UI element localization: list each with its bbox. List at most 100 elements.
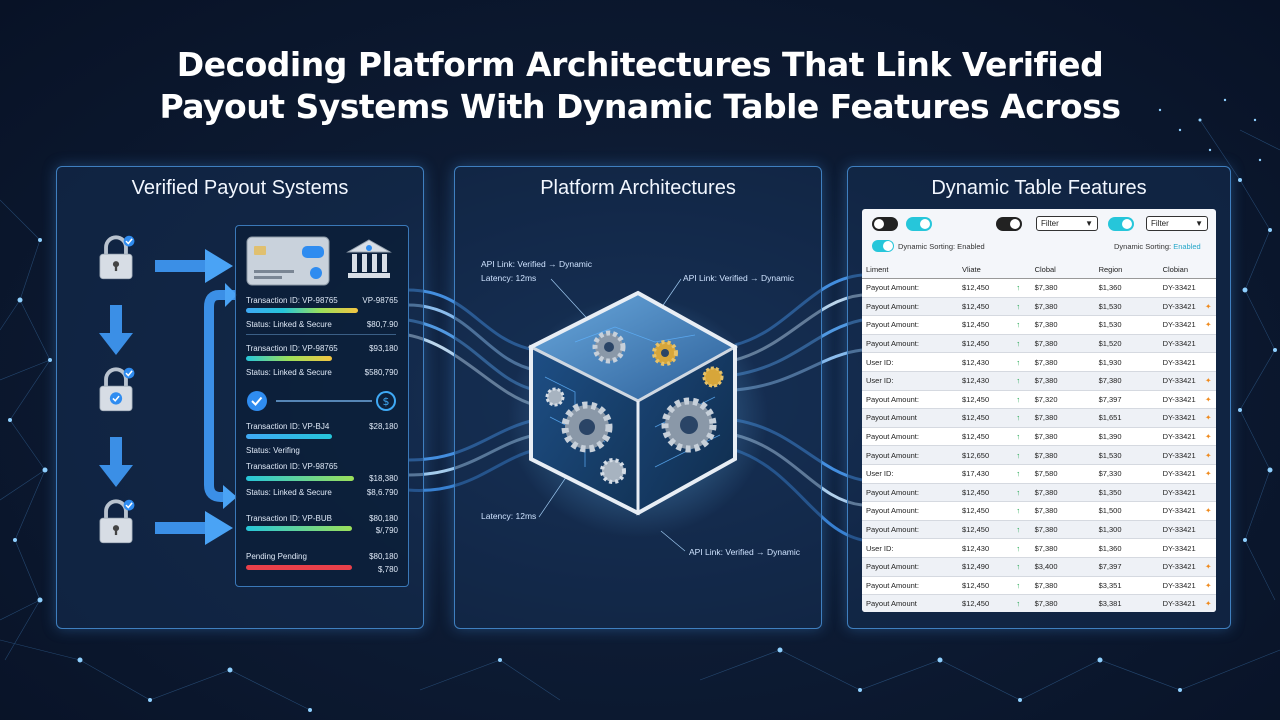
row-value: $12,450	[958, 315, 1013, 335]
toggle-switch[interactable]	[1108, 217, 1134, 231]
row-label: Payout Amount:	[862, 501, 958, 521]
highlight-star-icon	[1201, 538, 1216, 558]
title-line-1: Decoding Platform Architectures That Lin…	[176, 45, 1104, 84]
row-global: $7,380	[1030, 501, 1095, 521]
transaction-value: $93,180	[369, 344, 398, 353]
dynamic-table-panel: Dynamic Table Features Filter▼ Filter▼ D…	[847, 166, 1231, 629]
transaction-value: $/,790	[375, 526, 398, 535]
highlight-star-icon: ✦	[1201, 408, 1216, 428]
column-header[interactable]: Clobian	[1158, 261, 1216, 279]
highlight-star-icon	[1201, 352, 1216, 372]
transaction-id: Transaction ID: VP-BJ4	[246, 422, 330, 431]
filter-dropdown[interactable]: Filter▼	[1146, 216, 1208, 231]
transaction-value: $28,180	[369, 422, 398, 431]
trend-up-icon: ↑	[1012, 315, 1031, 335]
row-value: $12,450	[958, 501, 1013, 521]
row-value: $12,450	[958, 334, 1013, 354]
toggle-switch[interactable]	[872, 217, 898, 231]
toggle-switch[interactable]	[906, 217, 932, 231]
column-header[interactable]: Clobal	[1030, 261, 1095, 279]
transaction-id: Transaction ID: VP-98765	[246, 462, 338, 471]
row-id: DY-33421	[1158, 464, 1202, 484]
transaction-value: $80,7.90	[366, 320, 398, 329]
arrow-right-icon	[155, 249, 233, 283]
row-id: DY-33421	[1158, 445, 1202, 465]
trend-up-icon: ↑	[1012, 278, 1031, 298]
row-label: Payout Amount:	[862, 297, 958, 317]
row-id: DY-33421	[1158, 576, 1202, 596]
row-value: $12,430	[958, 352, 1013, 372]
row-region: $7,397	[1094, 390, 1159, 410]
highlight-star-icon	[1201, 278, 1216, 298]
row-region: $1,520	[1094, 334, 1159, 354]
arrow-down-icon	[99, 437, 133, 487]
bank-icon	[346, 239, 392, 278]
sorting-toggle[interactable]	[872, 240, 894, 252]
progress-bar	[246, 434, 332, 439]
trend-up-icon: ↑	[1012, 427, 1031, 447]
column-header[interactable]: Region	[1094, 261, 1159, 279]
platform-architectures-panel: Platform Architectures API Link: Verifie…	[454, 166, 822, 629]
row-value: $12,430	[958, 371, 1013, 391]
row-value: $12,650	[958, 445, 1013, 465]
column-header[interactable]: Vliate	[958, 261, 1031, 279]
row-global: $7,580	[1030, 464, 1095, 484]
sorting-label: Dynamic Sorting: Enabled	[898, 242, 985, 251]
row-label: Payout Amount:	[862, 315, 958, 335]
row-value: $12,450	[958, 408, 1013, 428]
row-id: DY-33421	[1158, 594, 1202, 612]
row-value: $12,450	[958, 278, 1013, 298]
row-id: DY-33421	[1158, 315, 1202, 335]
trend-up-icon: ↑	[1012, 557, 1031, 577]
progress-bar	[246, 565, 352, 570]
highlight-star-icon: ✦	[1201, 445, 1216, 465]
row-id: DY-33421	[1158, 427, 1202, 447]
filter-dropdown[interactable]: Filter▼	[1036, 216, 1098, 231]
arrow-right-icon	[155, 511, 233, 545]
trend-up-icon: ↑	[1012, 501, 1031, 521]
title-line-2: Payout Systems With Dynamic Table Featur…	[159, 87, 1121, 126]
row-region: $7,397	[1094, 557, 1159, 577]
trend-up-icon: ↑	[1012, 576, 1031, 596]
row-global: $7,380	[1030, 594, 1095, 612]
row-region: $1,300	[1094, 520, 1159, 540]
annotation: API Link: Verified → Dynamic	[481, 259, 593, 269]
trend-up-icon: ↑	[1012, 445, 1031, 465]
divider	[246, 334, 396, 335]
toggle-switch[interactable]	[996, 217, 1022, 231]
column-header[interactable]: Liment	[862, 261, 958, 279]
row-label: Payout Amount	[862, 408, 958, 428]
transaction-status: Status: Verifing	[246, 446, 300, 455]
row-id: DY-33421	[1158, 520, 1202, 540]
row-value: $12,450	[958, 520, 1013, 540]
row-value: $17,430	[958, 464, 1013, 484]
row-global: $3,400	[1030, 557, 1095, 577]
transaction-status: Status: Linked & Secure	[246, 488, 332, 497]
transaction-id: Transaction ID: VP-98765	[246, 296, 338, 305]
filter-label: Filter	[1041, 219, 1059, 228]
transaction-value: $18,380	[369, 474, 398, 483]
row-label: User ID:	[862, 464, 958, 484]
row-label: Payout Amount:	[862, 427, 958, 447]
padlock-icon	[99, 499, 135, 544]
row-id: DY-33421	[1158, 408, 1202, 428]
trend-up-icon: ↑	[1012, 352, 1031, 372]
